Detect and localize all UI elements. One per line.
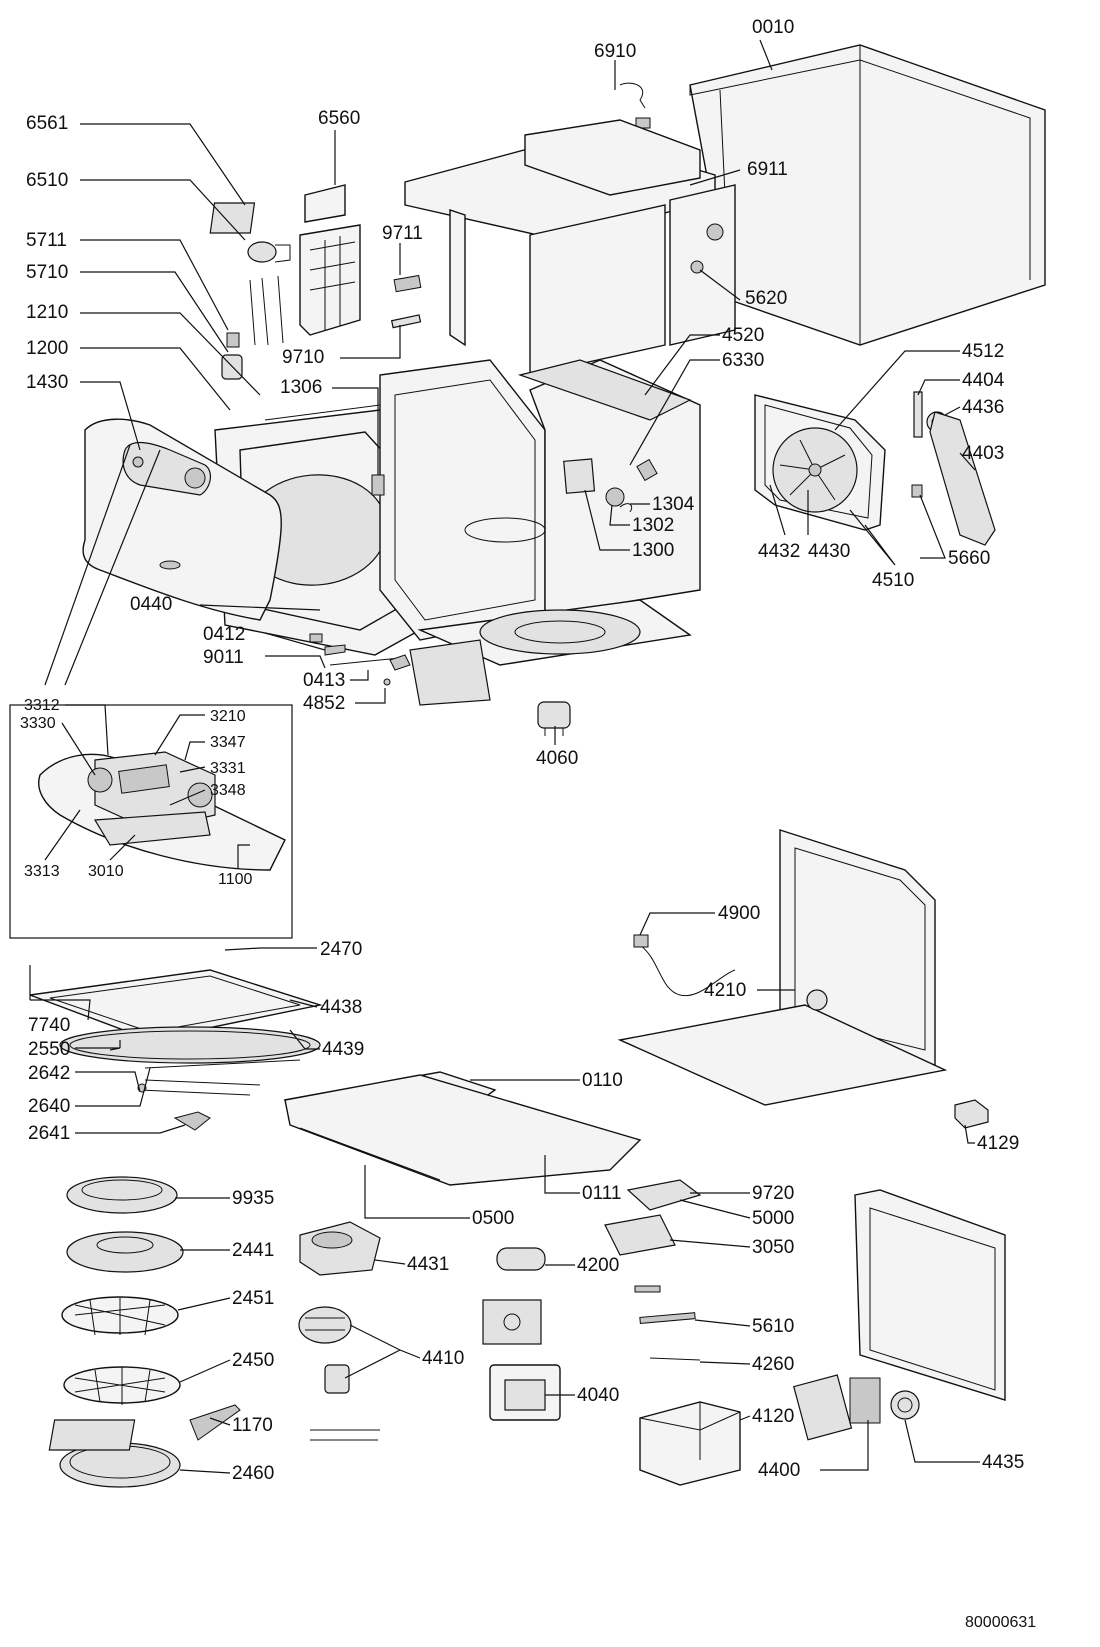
label-0110: 0110 [582,1070,623,1091]
label-0111: 0111 [582,1183,621,1204]
label-1430: 1430 [26,372,68,393]
label-6330: 6330 [722,350,764,371]
label-6910: 6910 [594,41,636,62]
label-1170: 1170 [232,1415,273,1436]
label-2460: 2460 [232,1463,274,1484]
label-3331: 3331 [210,760,246,777]
part-back-panel [617,829,948,1106]
label-4436: 4436 [962,397,1004,418]
label-4200: 4200 [577,1255,619,1276]
label-3313: 3313 [24,863,60,880]
label-4400: 4400 [758,1460,800,1481]
part-control-module [209,184,361,336]
label-1200: 1200 [26,338,68,359]
label-6561: 6561 [26,113,68,134]
label-4060: 4060 [536,748,578,769]
label-4404: 4404 [962,370,1005,391]
label-4430: 4430 [808,541,850,562]
part-door-panel [82,418,282,621]
label-1210: 1210 [26,302,68,323]
label-0500: 0500 [472,1208,514,1229]
label-5710: 5710 [26,262,68,283]
part-4129 [954,1099,989,1129]
part-crisp-tray [29,969,323,1131]
label-3210: 3210 [210,708,246,725]
label-9711: 9711 [382,223,423,244]
part-heater-belt [911,391,996,546]
label-9720: 9720 [752,1183,794,1204]
label-3348: 3348 [210,782,246,799]
label-5610: 5610 [752,1316,794,1337]
label-5711: 5711 [26,230,67,251]
label-4435: 4435 [982,1452,1024,1473]
label-4852: 4852 [303,693,345,714]
label-2550: 2550 [28,1039,70,1060]
part-9711 [390,274,422,329]
label-2642: 2642 [28,1063,70,1084]
label-4438: 4438 [320,997,362,1018]
leader-lines [29,39,980,1474]
label-3010: 3010 [88,863,124,880]
label-4432: 4432 [758,541,800,562]
label-4403: 4403 [962,443,1004,464]
part-cavity-wrapper [404,119,736,376]
detail-inset-frame [9,704,293,939]
label-6560: 6560 [318,108,360,129]
part-door-switches [371,458,658,513]
part-outer-casing [689,44,1046,346]
part-fuse-holder [221,275,284,380]
part-door-hinges [309,633,411,686]
label-2451: 2451 [232,1288,274,1309]
label-4120: 4120 [752,1406,794,1427]
label-4040: 4040 [577,1385,619,1406]
label-2640: 2640 [28,1096,70,1117]
label-9011: 9011 [203,647,244,668]
label-1306: 1306 [280,377,322,398]
label-0413: 0413 [303,670,345,691]
part-convection-panel [754,394,886,531]
label-1302: 1302 [632,515,674,536]
label-4520: 4520 [722,325,764,346]
part-right-electronics [604,1179,741,1486]
label-6510: 6510 [26,170,68,191]
label-0412: 0412 [203,624,245,645]
part-base-plate [283,1071,642,1186]
label-2441: 2441 [232,1240,274,1261]
label-7740: 7740 [28,1015,70,1036]
label-3312: 3312 [24,697,60,714]
label-3347: 3347 [210,734,246,751]
label-6911: 6911 [747,159,788,180]
label-2450: 2450 [232,1350,274,1371]
label-4431: 4431 [407,1254,449,1275]
label-2470: 2470 [320,939,362,960]
drawing-number: 80000631 [965,1614,1036,1631]
label-4260: 4260 [752,1354,794,1375]
label-1100: 1100 [218,871,253,888]
label-1304: 1304 [652,494,695,515]
label-3330: 3330 [20,715,56,732]
label-0010: 0010 [752,17,794,38]
part-control-panel-detail [38,751,286,871]
label-1300: 1300 [632,540,674,561]
label-5000: 5000 [752,1208,794,1229]
label-5660: 5660 [948,548,990,569]
label-4439: 4439 [322,1039,364,1060]
label-4900: 4900 [718,903,760,924]
label-5620: 5620 [745,288,787,309]
label-2641: 2641 [28,1123,70,1144]
label-9710: 9710 [282,347,324,368]
label-4210: 4210 [704,980,746,1001]
label-4512: 4512 [962,341,1004,362]
part-rear-frame [793,1189,1006,1441]
part-middle-components [48,1221,561,1451]
part-turntable-motor [537,701,571,736]
label-9935: 9935 [232,1188,274,1209]
label-0440: 0440 [130,594,172,615]
label-4410: 4410 [422,1348,464,1369]
label-4129: 4129 [977,1133,1019,1154]
label-4510: 4510 [872,570,914,591]
part-labels: 0010 6910 6911 5620 6561 6560 6510 5711 … [20,17,1036,1631]
label-3050: 3050 [752,1237,794,1258]
